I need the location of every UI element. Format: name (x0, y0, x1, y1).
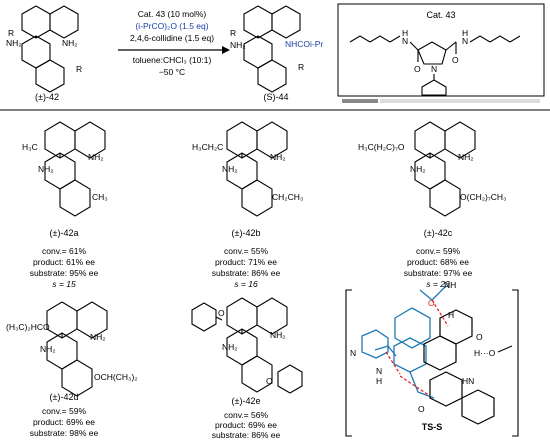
condition-catalyst: Cat. 43 (10 mol%) (138, 9, 207, 19)
structure-42a: H₃C NH₂ NH₂ CH₃ (22, 121, 108, 217)
42c-r-bottom: O(CH₂)₇CH₃ (460, 192, 507, 202)
ts-catalyst-blue (361, 307, 435, 399)
42d-r-top: (H₃C)₂HCO (6, 322, 50, 332)
product-structure: R NH₂ R (230, 5, 304, 93)
conv-42c: conv.= 59% (416, 246, 460, 256)
42e-nh2-right: NH₂ (270, 330, 286, 340)
42a-r-bottom: CH₃ (92, 192, 108, 202)
cat-h-left: H (402, 28, 408, 38)
product-ee-42e: product: 69% ee (215, 420, 277, 430)
ts-nh: NH (444, 280, 456, 290)
s-factor-42a: s = 15 (52, 279, 76, 289)
ts-bracket-right (512, 289, 519, 437)
product-label: (S)-44 (263, 92, 288, 102)
42c-r-top: H₃C(H₂C)₇O (358, 142, 405, 152)
ts-hn: HN (462, 376, 474, 386)
ts-bracket-left (345, 289, 352, 437)
substrate-ee-42c: substrate: 97% ee (404, 268, 473, 278)
42d-r-bottom: OCH(CH₃)₂ (94, 372, 138, 382)
42a-nh2-right: NH₂ (88, 152, 104, 162)
condition-solvent: toluene:CHCl₃ (10:1) (133, 55, 212, 65)
substrate-ee-42b: substrate: 86% ee (212, 268, 281, 278)
product-ee-42a: product: 61% ee (33, 257, 95, 267)
ts-h: H (376, 376, 382, 386)
starting-material-structure: NH₂ NH₂ R R (6, 5, 82, 93)
substrate-ee-42e: substrate: 86% ee (212, 430, 281, 440)
sm-nh2-left: NH₂ (6, 38, 22, 48)
transition-state-diagram: NH O N N H O H···O HN O H (345, 280, 519, 437)
conv-42a: conv.= 61% (42, 246, 86, 256)
cat-o-left: O (414, 64, 421, 74)
sm-label: (±)-42 (35, 92, 59, 102)
42e-o-top: O (218, 308, 225, 318)
cat-nh-left: N (402, 36, 408, 46)
42b-nh2-left: NH₂ (222, 164, 238, 174)
42c-nh2-left: NH₂ (410, 164, 426, 174)
ts-h-top: H (448, 310, 454, 320)
cat-h-right: H (462, 28, 468, 38)
42d-nh2-left: NH₂ (40, 344, 56, 354)
cat-o-right: O (452, 55, 459, 65)
product-ee-42b: product: 71% ee (215, 257, 277, 267)
label-42b: (±)-42b (232, 228, 261, 238)
structure-42b: H₃CH₂C NH₂ NH₂ CH₂CH₃ (192, 121, 303, 217)
label-42e: (±)-42e (232, 396, 261, 406)
substrate-ee-42a: substrate: 95% ee (30, 268, 99, 278)
sm-r-bottom: R (76, 64, 82, 74)
ts-interactions (385, 299, 449, 397)
label-42c: (±)-42c (424, 228, 453, 238)
product-ee-42c: product: 68% ee (407, 257, 469, 267)
42a-nh2-left: NH₂ (38, 164, 54, 174)
scroll-indicator-active (342, 99, 378, 103)
42d-nh2-right: NH₂ (90, 332, 106, 342)
product-r-top: R (230, 28, 236, 38)
structure-42d: (H₃C)₂HCO NH₂ NH₂ OCH(CH₃)₂ (6, 301, 138, 397)
42b-nh2-right: NH₂ (270, 152, 286, 162)
ts-o-top: O (428, 298, 435, 308)
ts-substrate-black (423, 309, 495, 425)
cat-nh-right: N (462, 36, 468, 46)
scroll-indicator-track (380, 99, 540, 103)
condition-base: 2,4,6-collidine (1.5 eq) (130, 33, 214, 43)
s-factor-42c: s = 23 (426, 279, 450, 289)
label-42a: (±)-42a (50, 228, 79, 238)
42b-r-bottom: CH₂CH₃ (272, 192, 303, 202)
42b-r-top: H₃CH₂C (192, 142, 223, 152)
sm-nh2-right: NH₂ (62, 38, 78, 48)
structure-42e: O NH₂ NH₂ O (191, 297, 303, 394)
product-r-bottom: R (298, 62, 304, 72)
42c-nh2-right: NH₂ (458, 152, 474, 162)
42e-nh2-left: NH₂ (222, 342, 238, 352)
catalyst-box (337, 3, 545, 97)
substrate-ee-42d: substrate: 98% ee (30, 428, 99, 438)
conv-42b: conv.= 55% (224, 246, 268, 256)
catalyst-title: Cat. 43 (426, 10, 455, 20)
42e-o-bottom: O (266, 376, 273, 386)
condition-temperature: −50 °C (159, 67, 185, 77)
42a-r-top: H₃C (22, 142, 38, 152)
structure-42c: H₃C(H₂C)₇O NH₂ NH₂ O(CH₂)₇CH₃ (358, 121, 507, 217)
product-nh2: NH₂ (230, 40, 246, 50)
conv-42d: conv.= 59% (42, 406, 86, 416)
s-factor-42b: s = 16 (234, 279, 258, 289)
product-ee-42d: product: 69% ee (33, 417, 95, 427)
label-42d: (±)-42d (50, 392, 79, 402)
conv-42e: conv.= 56% (224, 410, 268, 420)
sm-r-top: R (8, 28, 14, 38)
ts-nme2: N (350, 348, 356, 358)
condition-anhydride: (i-PrCO)₂O (1.5 eq) (135, 21, 208, 31)
catalyst-structure: N H O N O N H (349, 28, 521, 96)
cat-pyrrolidine-n: N (431, 64, 437, 74)
ts-ome-top: O (476, 332, 483, 342)
product-amide-group: NHCOi-Pr (285, 39, 323, 49)
ts-label: TS-S (422, 422, 443, 432)
reaction-arrowhead (222, 46, 230, 54)
ts-o-bottom: O (418, 404, 425, 414)
ts-nh-bottom: N (376, 366, 382, 376)
ts-h-bond: H···O (474, 348, 496, 358)
